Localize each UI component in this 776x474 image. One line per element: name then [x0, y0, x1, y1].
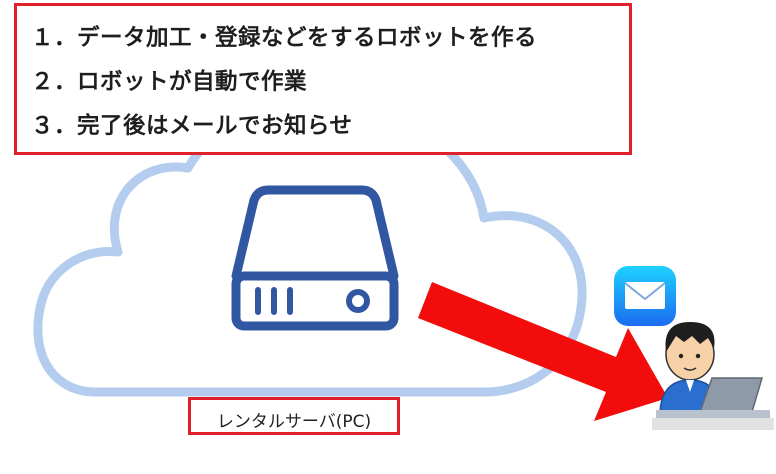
- mail-app-icon: [614, 266, 676, 326]
- steps-box: １．データ加工・登録などをするロボットを作る ２．ロボットが自動で作業 ３．完了…: [14, 3, 632, 155]
- step-3-text: ３．完了後はメールでお知らせ: [31, 113, 353, 139]
- step-1-text: １．データ加工・登録などをするロボットを作る: [31, 25, 538, 51]
- server-drive-icon: [231, 185, 399, 331]
- person-at-laptop-icon: [652, 322, 774, 430]
- step-2-text: ２．ロボットが自動で作業: [31, 69, 308, 95]
- server-label-box: レンタルサーバ(PC): [188, 397, 400, 435]
- red-arrow-icon: [418, 282, 668, 421]
- server-label: レンタルサーバ(PC): [216, 412, 372, 432]
